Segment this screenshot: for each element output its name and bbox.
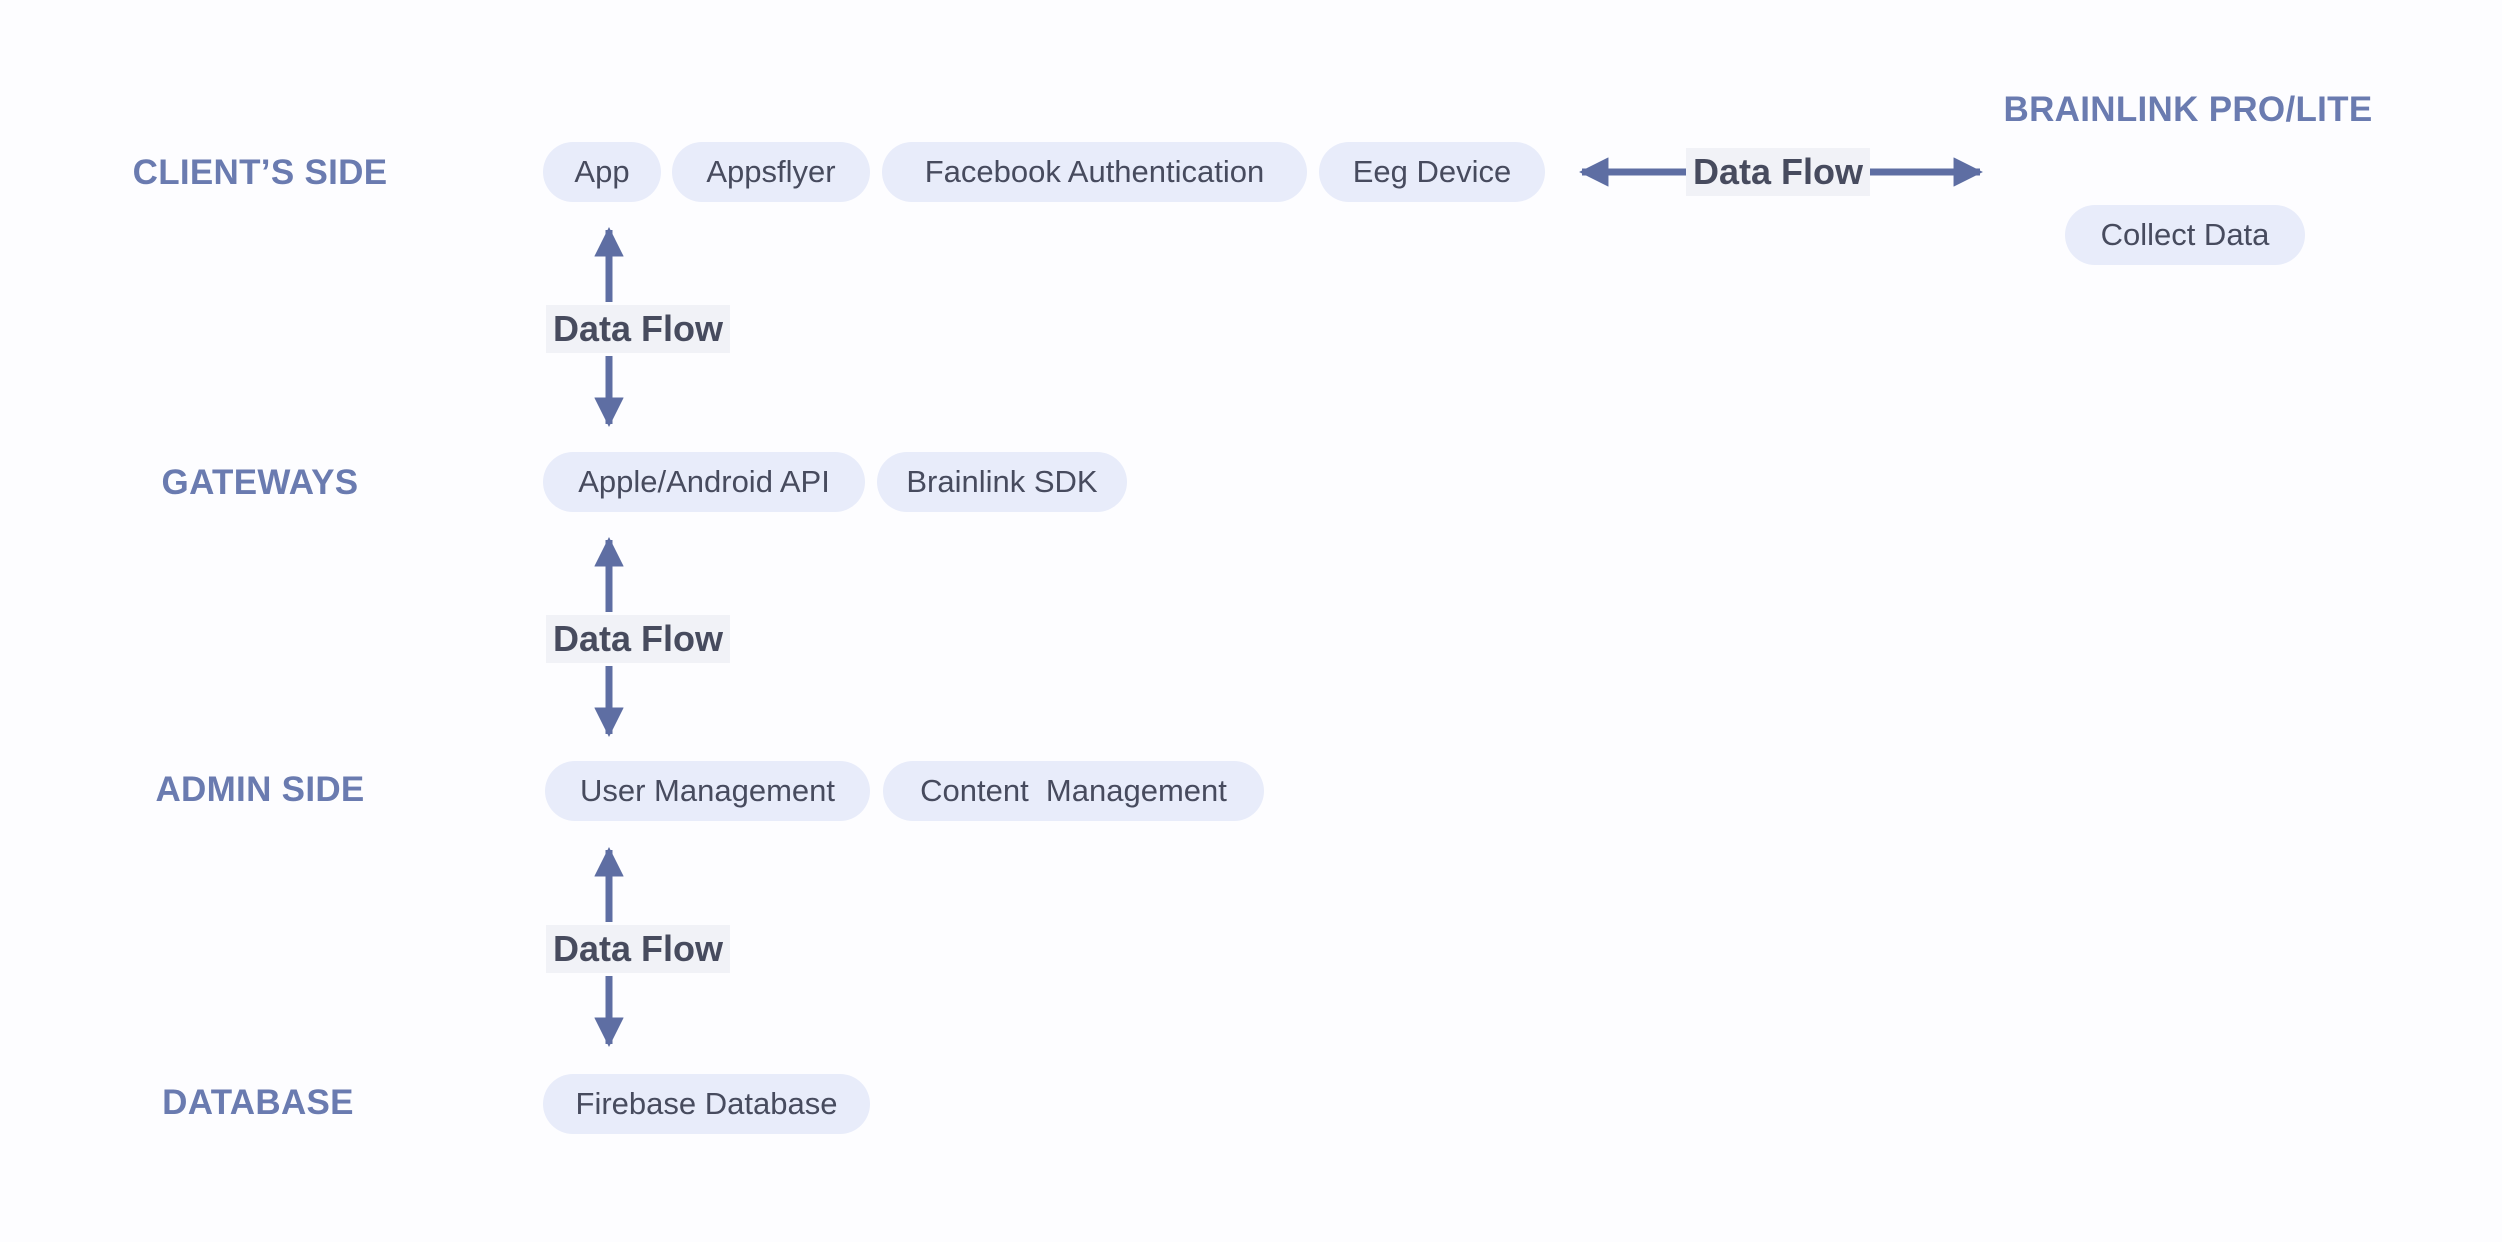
- node-content-management: Content Management: [883, 761, 1264, 821]
- node-firebase-database: Firebase Database: [543, 1074, 870, 1134]
- node-collect-data: Collect Data: [2065, 205, 2305, 265]
- layer-label-admin: ADMIN SIDE: [155, 770, 365, 809]
- node-app: App: [543, 142, 661, 202]
- node-apple-android-api: Apple/Android API: [543, 452, 865, 512]
- layer-label-database: DATABASE: [162, 1083, 354, 1122]
- layer-label-gateways: GATEWAYS: [161, 463, 359, 502]
- flow-label-client-device: Data Flow: [1686, 148, 1870, 196]
- node-user-management: User Management: [545, 761, 870, 821]
- node-brainlink-sdk: Brainlink SDK: [877, 452, 1127, 512]
- flow-label-admin-database: Data Flow: [546, 925, 730, 973]
- flow-label-gateways-admin: Data Flow: [546, 615, 730, 663]
- node-eeg-device: Eeg Device: [1319, 142, 1545, 202]
- flow-label-client-gateways: Data Flow: [546, 305, 730, 353]
- layer-label-device: BRAINLINK PRO/LITE: [2003, 90, 2373, 129]
- node-facebook-authentication: Facebook Authentication: [882, 142, 1307, 202]
- layer-label-client: CLIENT’S SIDE: [132, 153, 388, 192]
- node-appsflyer: Appsflyer: [672, 142, 870, 202]
